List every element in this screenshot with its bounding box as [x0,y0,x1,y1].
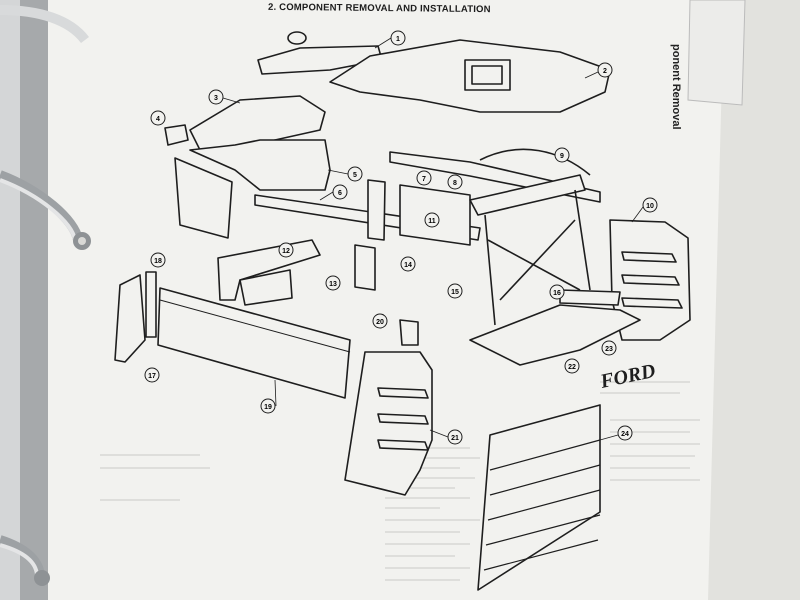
callout-5: 5 [347,166,363,182]
svg-text:9: 9 [560,153,564,160]
part-10-louvers [621,251,683,309]
leader-lines [222,37,644,441]
svg-text:10: 10 [646,203,654,210]
part-16-strap [559,289,621,306]
part-2-hatch-inner [471,65,503,85]
part-19-grille [157,287,351,399]
svg-text:23: 23 [605,346,613,353]
page-stack-edge [705,0,800,600]
part-24-slats [483,439,601,571]
callout-22: 22 [564,358,580,374]
callout-9: 9 [554,147,570,163]
svg-text:24: 24 [621,431,629,438]
svg-text:17: 17 [148,373,156,380]
callout-13: 13 [325,275,341,291]
part-13-bracket [354,244,376,291]
svg-text:8: 8 [453,180,457,187]
svg-text:18: 18 [154,258,162,265]
exploded-diagram: FORD [114,31,691,591]
part-23-tray [469,304,641,366]
svg-text:4: 4 [156,116,160,123]
svg-text:22: 22 [568,364,576,371]
callout-6: 6 [332,184,348,200]
callout-11: 11 [424,212,440,228]
svg-text:13: 13 [329,281,337,288]
part-18-strip [145,271,157,338]
part-15-top [469,174,586,216]
callout-17: 17 [144,367,160,383]
part-24-grille [477,404,601,591]
section-tab-label: ponent Removal [670,44,682,130]
part-1-cap [287,31,307,45]
callout-8: 8 [447,174,463,190]
callout-23: 23 [601,340,617,356]
svg-text:19: 19 [264,404,272,411]
part-20-clip [399,319,419,346]
callout-7: 7 [416,170,432,186]
callout-3: 3 [208,89,224,105]
part-12-plate [239,269,293,306]
part-9-hose [479,148,591,176]
callout-16: 16 [549,284,565,300]
callout-15: 15 [447,283,463,299]
callout-2: 2 [597,62,613,78]
part-4-bracket [164,124,189,146]
part-17-side [114,274,146,363]
callout-21: 21 [447,429,463,445]
callout-12: 12 [278,242,294,258]
svg-text:20: 20 [376,319,384,326]
svg-text:2: 2 [603,68,607,75]
part-21-louvers [377,387,429,451]
svg-text:21: 21 [451,435,459,442]
callout-10: 10 [642,197,658,213]
svg-text:1: 1 [396,36,400,43]
svg-text:16: 16 [553,290,561,297]
callout-20: 20 [372,313,388,329]
callout-14: 14 [400,256,416,272]
svg-text:3: 3 [214,95,218,102]
callouts: 1 2 3 4 5 6 7 8 9 10 11 12 13 14 15 16 1… [144,30,658,445]
svg-text:14: 14 [404,262,412,269]
part-21-screen [344,351,433,496]
svg-text:6: 6 [338,190,342,197]
svg-text:11: 11 [428,218,436,225]
binder-rings [0,0,91,600]
callout-24: 24 [617,425,633,441]
callout-19: 19 [260,398,276,414]
callout-18: 18 [150,252,166,268]
page-heading: 2. COMPONENT REMOVAL AND INSTALLATION [267,1,491,16]
callout-4: 4 [150,110,166,126]
svg-text:7: 7 [422,176,426,183]
section-tab[interactable] [687,0,746,106]
svg-text:15: 15 [451,289,459,296]
callout-1: 1 [390,30,406,46]
part-6-post [367,179,386,241]
nose-shield [174,157,233,239]
svg-text:5: 5 [353,172,357,179]
svg-text:12: 12 [282,248,290,255]
